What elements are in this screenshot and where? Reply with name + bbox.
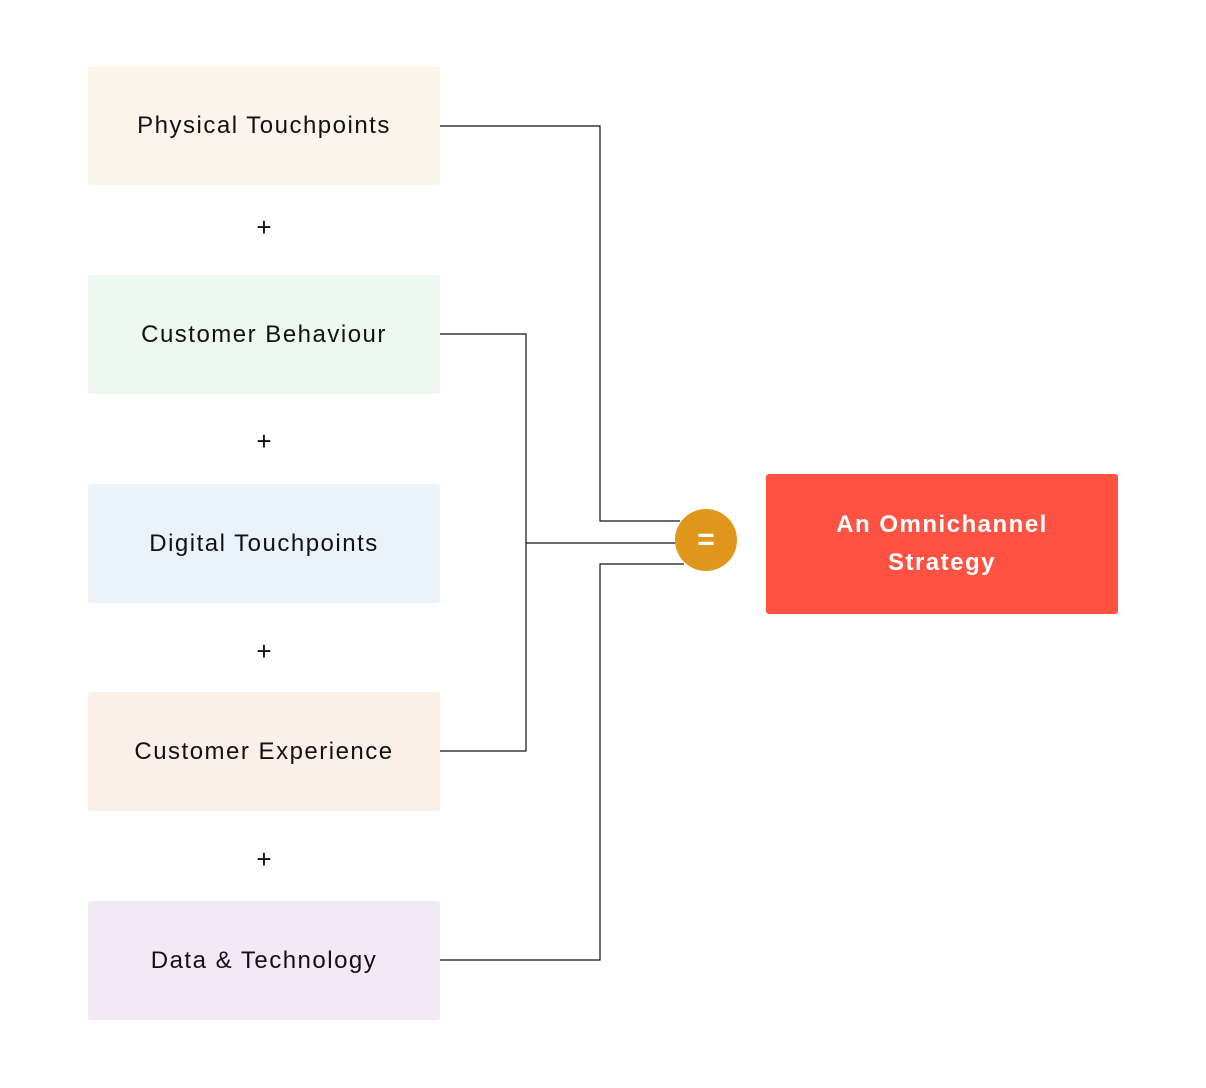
box-digital-touchpoints: Digital Touchpoints: [88, 484, 440, 603]
box-customer-behaviour: Customer Behaviour: [88, 275, 440, 394]
result-label: An Omnichannel Strategy: [836, 511, 1048, 576]
box-customer-experience: Customer Experience: [88, 692, 440, 811]
plus-operator-2: +: [256, 426, 272, 456]
box-data-technology: Data & Technology: [88, 901, 440, 1020]
plus-operator-4: +: [256, 844, 272, 874]
box-physical-touchpoints: Physical Touchpoints: [88, 66, 440, 185]
result-box-omnichannel-strategy: An Omnichannel Strategy: [766, 474, 1118, 614]
connector-behaviour: [440, 333, 527, 752]
box-physical-touchpoints-label: Physical Touchpoints: [137, 111, 391, 139]
box-customer-behaviour-label: Customer Behaviour: [141, 320, 387, 348]
connector-data: [440, 563, 684, 961]
plus-operator-3: +: [256, 636, 272, 666]
box-digital-touchpoints-label: Digital Touchpoints: [149, 529, 379, 557]
equals-circle: =: [675, 509, 737, 571]
plus-operator-1: +: [256, 212, 272, 242]
box-customer-experience-label: Customer Experience: [134, 737, 394, 765]
box-data-technology-label: Data & Technology: [150, 946, 378, 974]
connector-physical: [440, 125, 680, 522]
equals-symbol: =: [697, 523, 715, 556]
